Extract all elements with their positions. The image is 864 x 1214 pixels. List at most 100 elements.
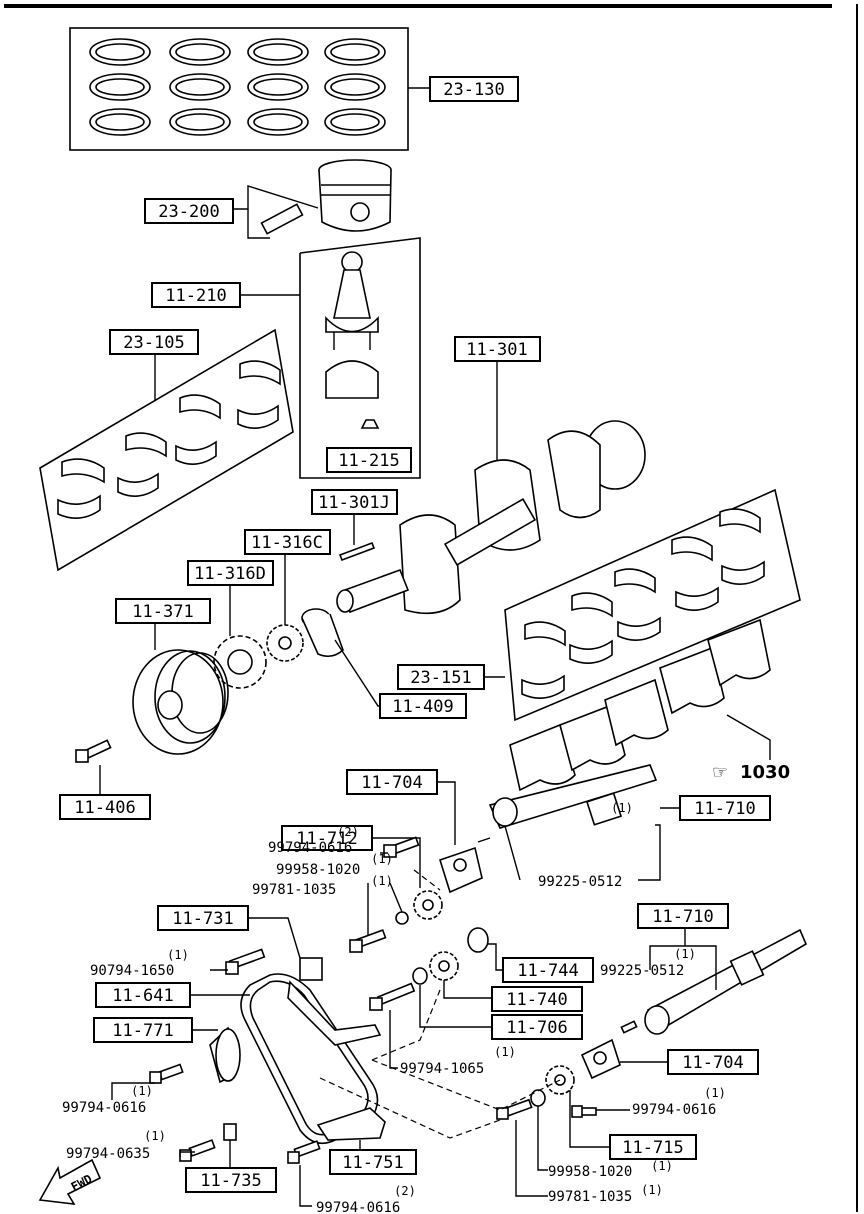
callout-c5: (1) 90794-1650 [90, 948, 189, 979]
part-label-11-704-top[interactable]: 11-704 [346, 769, 438, 795]
svg-text:(1): (1) [144, 1129, 166, 1143]
part-label-23-105[interactable]: 23-105 [109, 329, 199, 355]
part-label-11-712[interactable]: 11-712 [281, 825, 373, 851]
part-label-11-409[interactable]: 11-409 [379, 693, 467, 719]
part-label-11-371[interactable]: 11-371 [115, 598, 211, 624]
part-label-11-301[interactable]: 11-301 [454, 336, 541, 362]
svg-text:99794-0616: 99794-0616 [268, 840, 352, 856]
svg-text:11-215: 11-215 [338, 451, 399, 471]
pulley-group [132, 622, 229, 755]
callout-c7: (1) 99794-1065 [400, 1045, 516, 1077]
svg-text:11-316C: 11-316C [251, 533, 323, 553]
svg-text:23-200: 23-200 [158, 202, 219, 222]
svg-text:11-210: 11-210 [165, 286, 226, 306]
svg-text:11-712: 11-712 [296, 829, 357, 849]
main-bearings-group [484, 488, 801, 722]
svg-text:(1): (1) [371, 852, 393, 866]
fwd-arrow: FWD [38, 1158, 102, 1205]
svg-text:23-105: 23-105 [123, 333, 184, 353]
svg-text:☞: ☞ [712, 762, 728, 783]
part-label-11-704-right[interactable]: 11-704 [667, 1049, 759, 1075]
svg-text:11-710: 11-710 [652, 907, 713, 927]
svg-text:99225-0512: 99225-0512 [600, 963, 684, 979]
callout-c3: (1) 99781-1035 [252, 874, 393, 898]
right-shaft-group [580, 926, 808, 1080]
svg-text:11-704: 11-704 [682, 1053, 743, 1073]
svg-text:11-715: 11-715 [622, 1138, 683, 1158]
svg-text:11-301: 11-301 [466, 340, 527, 360]
part-label-11-710-right[interactable]: 11-710 [637, 903, 729, 929]
callout-c2: (1) 99958-1020 [276, 852, 393, 878]
part-label-11-731[interactable]: 11-731 [157, 905, 249, 931]
svg-text:1030: 1030 [740, 762, 790, 783]
part-label-11-301J[interactable]: 11-301J [311, 489, 398, 515]
svg-text:99958-1020: 99958-1020 [548, 1164, 632, 1180]
callout-c12: 99781-1035 (1) [548, 1183, 663, 1205]
svg-text:11-771: 11-771 [112, 1021, 173, 1041]
sprocket-d-group [213, 585, 267, 689]
part-label-11-316D[interactable]: 11-316D [187, 560, 274, 586]
part-label-11-751[interactable]: 11-751 [329, 1149, 417, 1175]
svg-text:99794-0616: 99794-0616 [316, 1200, 400, 1214]
svg-text:(1): (1) [494, 1045, 516, 1059]
callout-c8: (1) 99794-0616 [62, 1084, 153, 1116]
pulley-bolt-group [75, 739, 112, 795]
piston-group [233, 159, 392, 239]
svg-text:(1): (1) [674, 947, 696, 961]
svg-text:11-316D: 11-316D [194, 564, 266, 584]
svg-text:(1): (1) [704, 1086, 726, 1100]
svg-text:(2): (2) [337, 825, 359, 839]
part-label-23-200[interactable]: 23-200 [144, 198, 234, 224]
callout-c9: (1) 99794-0616 [632, 1086, 726, 1118]
part-label-11-406[interactable]: 11-406 [59, 794, 151, 820]
part-label-11-744[interactable]: 11-744 [502, 957, 594, 983]
part-label-11-210[interactable]: 11-210 [151, 282, 241, 308]
part-label-11-735[interactable]: 11-735 [185, 1167, 277, 1193]
svg-text:11-740: 11-740 [506, 990, 567, 1010]
sprocket-top-group [372, 837, 443, 920]
upper-shaft-group [439, 764, 680, 894]
part-label-23-130[interactable]: 23-130 [429, 76, 519, 102]
rod-bearings-group [39, 328, 294, 572]
part-label-11-771[interactable]: 11-771 [93, 1017, 193, 1043]
svg-text:11-710: 11-710 [694, 799, 755, 819]
svg-text:11-735: 11-735 [200, 1171, 261, 1191]
reference-1030[interactable]: ☞ 1030 [712, 762, 790, 783]
svg-text:11-641: 11-641 [112, 986, 173, 1006]
callout-c1: (2) 99794-0616 [268, 825, 359, 856]
callout-c4: (1) 99225-0512 [538, 801, 633, 890]
callout-c6: (1) 99225-0512 [600, 947, 696, 979]
svg-text:99958-1020: 99958-1020 [276, 862, 360, 878]
part-label-11-641[interactable]: 11-641 [95, 982, 191, 1008]
piston-rings-group [69, 27, 430, 151]
svg-text:11-409: 11-409 [392, 697, 453, 717]
crankshaft-group [336, 360, 646, 615]
bolts-group [210, 836, 420, 1011]
svg-text:11-301J: 11-301J [318, 493, 390, 513]
part-label-11-715[interactable]: 11-715 [609, 1134, 697, 1160]
svg-text:99781-1035: 99781-1035 [252, 882, 336, 898]
connecting-rod-group [240, 237, 421, 479]
svg-text:23-151: 23-151 [410, 668, 471, 688]
callout-c10: (1) 99794-0635 [66, 1129, 166, 1162]
svg-text:99794-0616: 99794-0616 [62, 1100, 146, 1116]
svg-text:23-130: 23-130 [443, 80, 504, 100]
svg-text:(1): (1) [611, 801, 633, 815]
part-label-11-740[interactable]: 11-740 [491, 986, 583, 1012]
bushing-group [301, 608, 380, 707]
part-label-11-316C[interactable]: 11-316C [244, 529, 331, 555]
part-label-11-215[interactable]: 11-215 [326, 447, 412, 473]
svg-text:11-406: 11-406 [74, 798, 135, 818]
part-label-11-706[interactable]: 11-706 [491, 1014, 583, 1040]
svg-text:11-751: 11-751 [342, 1153, 403, 1173]
svg-text:(1): (1) [167, 948, 189, 962]
gears-group [412, 927, 503, 1028]
svg-text:99781-1035: 99781-1035 [548, 1189, 632, 1205]
svg-text:99794-1065: 99794-1065 [400, 1061, 484, 1077]
sprocket-c-group [266, 555, 304, 662]
part-label-23-151[interactable]: 23-151 [397, 664, 485, 690]
dashed-lines [319, 869, 561, 1139]
part-label-11-710-top[interactable]: 11-710 [679, 795, 771, 821]
svg-text:(2): (2) [394, 1184, 416, 1198]
